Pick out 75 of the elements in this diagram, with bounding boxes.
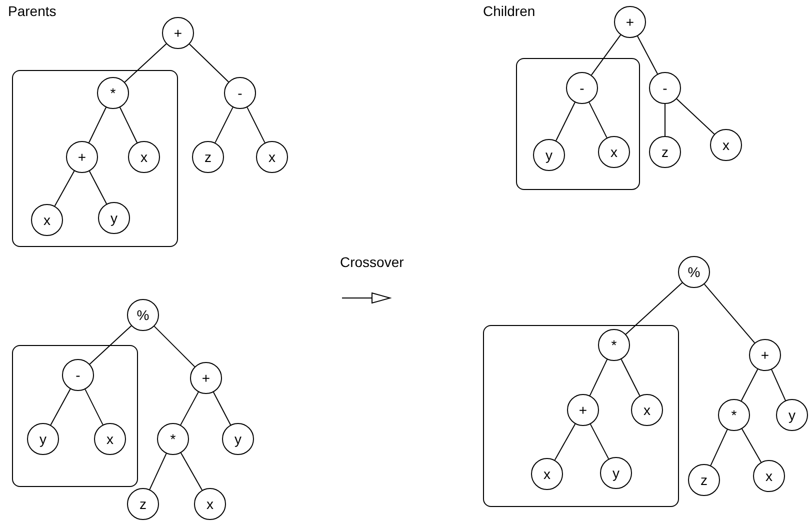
tree-node: + [567, 394, 599, 426]
tree-node: * [97, 77, 129, 109]
tree-node: + [162, 17, 194, 49]
tree-node: x [710, 129, 742, 161]
tree-node: x [31, 204, 63, 236]
tree-branch [704, 284, 756, 344]
tree-node: % [127, 299, 159, 331]
tree-branch [740, 368, 758, 402]
tree-branch [88, 106, 107, 144]
tree-node: y [222, 423, 254, 455]
tree-node: % [678, 256, 710, 288]
tree-node: x [531, 458, 563, 490]
tree-branch [620, 358, 640, 396]
tree-node: z [127, 488, 159, 520]
tree-node: * [598, 329, 630, 361]
tree-node: z [688, 464, 720, 496]
tree-branch [588, 102, 608, 138]
tree-node: x [94, 423, 126, 455]
tree-branch [637, 36, 658, 74]
tree-node: x [194, 488, 226, 520]
tree-node: + [614, 6, 646, 38]
tree-branch [771, 369, 786, 401]
tree-node: y [600, 457, 632, 489]
subtree-frame [516, 58, 640, 190]
group-label: Parents [8, 3, 56, 19]
tree-branch [124, 43, 167, 83]
tree-branch [89, 325, 132, 365]
tree-node: y [533, 139, 565, 171]
tree-node: + [190, 362, 222, 394]
tree-node: x [598, 136, 630, 168]
tree-branch [554, 423, 576, 461]
tree-node: + [749, 339, 781, 371]
tree-branch [590, 424, 610, 460]
tree-branch [741, 428, 762, 463]
tree-branch [154, 326, 196, 368]
tree-node: z [649, 136, 681, 168]
tree-branch [246, 106, 266, 144]
tree-branch [214, 106, 234, 144]
tree-branch [189, 44, 229, 82]
tree-node: * [718, 399, 750, 431]
tree-branch [180, 392, 199, 426]
subtree-frame [12, 345, 138, 487]
tree-node: y [776, 399, 808, 431]
tree-branch [54, 170, 75, 207]
tree-branch [556, 102, 576, 142]
tree-branch [589, 358, 608, 396]
tree-branch [119, 106, 138, 144]
tree-branch [88, 170, 108, 204]
group-label: Children [483, 3, 536, 19]
operation-label: Crossover [340, 254, 404, 270]
tree-node: + [66, 141, 98, 173]
tree-node: y [27, 423, 59, 455]
tree-node: y [98, 202, 130, 234]
tree-branch [50, 388, 71, 426]
tree-node: x [128, 141, 160, 173]
tree-node: * [157, 423, 189, 455]
tree-branch [590, 34, 622, 76]
tree-branch [212, 392, 232, 426]
tree-branch [625, 282, 683, 335]
tree-node: - [62, 359, 94, 391]
tree-node: - [224, 77, 256, 109]
tree-branch [84, 388, 104, 426]
tree-branch [149, 453, 167, 490]
subtree-frame [483, 325, 679, 507]
tree-node: x [631, 394, 663, 426]
tree-node: z [192, 141, 224, 173]
tree-branch [180, 452, 203, 491]
tree-node: x [753, 460, 785, 492]
tree-branch [664, 104, 666, 136]
tree-node: x [256, 141, 288, 173]
tree-branch [676, 98, 715, 135]
tree-node: - [649, 72, 681, 104]
tree-branch [710, 429, 728, 466]
tree-node: - [566, 72, 598, 104]
subtree-frame [12, 70, 178, 247]
